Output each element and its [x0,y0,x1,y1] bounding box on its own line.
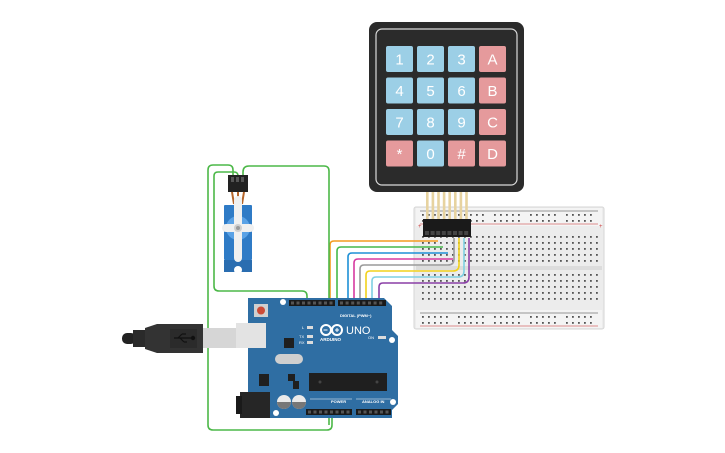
led-on [378,336,386,339]
keypad-key-D[interactable]: D [479,140,506,167]
keypad-key-1[interactable]: 1 [386,46,413,72]
led-l-label: L [302,325,305,330]
keypad-key-label: 1 [395,52,403,69]
digital-label: DIGITAL (PWM~) [340,313,372,318]
wire-gray[interactable] [359,238,455,303]
keypad-key-#[interactable]: # [448,140,475,167]
keypad-key-label: 4 [395,83,403,100]
wire-green[interactable] [336,246,443,303]
usb-cable[interactable] [122,324,238,353]
breadboard-holes[interactable] [422,214,598,324]
led-rx [307,341,313,344]
keypad-connector [423,219,471,237]
arduino-logo-icon [320,324,343,336]
power-jack [240,392,270,418]
servo-wires[interactable] [207,164,333,431]
crystal [275,354,303,364]
digital-header-left [289,300,335,306]
keypad-key-0[interactable]: 0 [417,140,444,167]
keypad-key-5[interactable]: 5 [417,77,444,104]
keypad[interactable]: 1 2 3 A 4 5 6 B 7 8 9 C * 0 # D [369,22,524,237]
keypad-key-label: 0 [426,146,434,163]
usb-icon [174,333,196,343]
keypad-key-label: * [397,146,403,163]
reset-button-cap[interactable] [257,306,265,315]
wire-purple[interactable] [378,238,470,303]
keypad-key-label: 8 [426,115,434,132]
keypad-key-A[interactable]: A [479,46,506,72]
usb-plug-metal [203,328,238,348]
led-tx [307,335,313,338]
keypad-key-label: A [487,52,497,69]
keypad-key-7[interactable]: 7 [386,109,413,135]
led-tx-label: TX [299,334,304,339]
keypad-key-label: 3 [457,52,465,69]
keypad-key-6[interactable]: 6 [448,77,475,104]
breadboard[interactable]: + + [413,206,605,330]
wire-cyan[interactable] [371,238,465,303]
wire-blue[interactable] [347,252,448,303]
keypad-key-2[interactable]: 2 [417,46,444,72]
board-name: UNO [346,325,371,337]
keypad-key-label: 9 [457,115,465,132]
keypad-key-*[interactable]: * [386,140,413,167]
keypad-border [375,28,518,186]
led-rx-label: RX [299,340,305,345]
rail-plus-label-right: + [599,224,603,230]
arduino-brand: ARDUINO [320,337,341,342]
servo-wire-signal[interactable] [213,171,308,302]
power-header [306,409,352,415]
servo-motor[interactable] [222,175,254,274]
servo-wire-power[interactable] [242,165,330,425]
wire-magenta[interactable] [353,258,453,303]
arduino-uno[interactable]: L TX RX ON ARDUINO UNO DIGITAL (PWM~) PO… [236,298,398,418]
led-l [307,326,313,329]
keypad-key-B[interactable]: B [479,77,506,104]
keypad-key-label: 2 [426,52,434,69]
power-label: POWER [331,399,346,404]
led-on-label: ON [368,335,374,340]
keypad-key-label: D [487,146,498,163]
analog-label: ANALOG IN [362,399,385,404]
keypad-key-label: 5 [426,83,434,100]
wire-orange[interactable] [329,240,438,303]
keypad-key-4[interactable]: 4 [386,77,413,104]
keypad-key-9[interactable]: 9 [448,109,475,135]
keypad-key-label: C [487,115,498,132]
keypad-key-label: 6 [457,83,465,100]
usb-jack [236,323,266,348]
digital-header-right [338,300,386,306]
servo-wire-ground[interactable] [207,164,333,431]
rail-plus-label: + [418,224,422,230]
keypad-key-label: 7 [395,115,403,132]
keypad-ribbon-pins [426,190,468,220]
atmega-chip [309,373,387,391]
keypad-key-C[interactable]: C [479,109,506,135]
keypad-wires[interactable] [329,238,470,303]
keypad-key-label: # [457,146,466,163]
keypad-key-label: B [487,83,497,100]
keypad-key-3[interactable]: 3 [448,46,475,72]
wire-yellow[interactable] [365,238,460,303]
analog-header [356,409,391,415]
keypad-key-8[interactable]: 8 [417,109,444,135]
